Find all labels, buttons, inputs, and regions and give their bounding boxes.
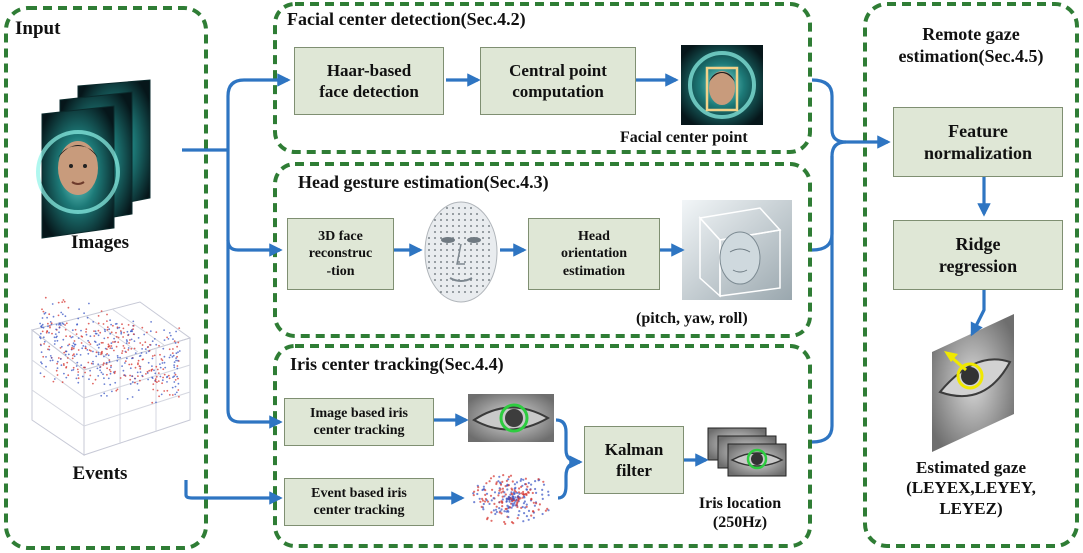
estimated-gaze-caption: Estimated gaze (LEYEX,LEYEY, LEYEZ) — [906, 458, 1036, 518]
face-reconstruction-box: 3D face reconstruc -tion — [287, 218, 394, 290]
iris-location-caption: Iris location (250Hz) — [698, 495, 782, 532]
stacked-face-frames-icon — [36, 79, 151, 239]
feature-box-label: Feature normalization — [924, 120, 1032, 164]
image-iris-tracking-box: Image based iris center tracking — [284, 398, 434, 446]
3d-event-cloud-icon — [30, 296, 192, 456]
facial-panel-title: Facial center detection(Sec.4.2) — [287, 9, 526, 29]
event-eye-image-icon — [466, 470, 560, 528]
input-panel-title: Input — [15, 18, 61, 39]
remote-panel-title: Remote gaze estimation(Sec.4.5) — [898, 24, 1044, 66]
stacked-eye-frames-icon — [707, 427, 787, 477]
haar-box-label: Haar-based face detection — [319, 60, 419, 101]
kalman-box-label: Kalman filter — [604, 439, 664, 480]
feature-normalization-box: Feature normalization — [893, 107, 1063, 177]
facial-center-panel — [273, 2, 812, 154]
events-label: Events — [72, 463, 128, 484]
head-panel-title: Head gesture estimation(Sec.4.3) — [298, 172, 549, 192]
input-panel — [4, 6, 208, 550]
remote-gaze-panel — [863, 2, 1079, 548]
head-in-cube-icon — [682, 200, 792, 300]
facial-center-caption: Facial center point — [620, 129, 748, 146]
ridge-regression-box: Ridge regression — [893, 220, 1063, 290]
image-iris-box-label: Image based iris center tracking — [310, 405, 408, 439]
images-label: Images — [70, 232, 130, 253]
central-point-box: Central point computation — [480, 47, 636, 115]
central-box-label: Central point computation — [509, 60, 607, 101]
event-iris-box-label: Event based iris center tracking — [311, 485, 407, 519]
event-iris-tracking-box: Event based iris center tracking — [284, 478, 434, 526]
recon-box-label: 3D face reconstruc -tion — [308, 228, 373, 279]
orient-box-label: Head orientation estimation — [560, 228, 628, 279]
face-with-bounding-box-icon — [681, 45, 763, 125]
eye-with-iris-circle-icon — [468, 394, 554, 442]
iris-tracking-panel — [273, 344, 812, 548]
haar-face-detection-box: Haar-based face detection — [294, 47, 444, 115]
ridge-box-label: Ridge regression — [938, 233, 1018, 277]
iris-panel-title: Iris center tracking(Sec.4.4) — [290, 354, 504, 374]
head-orientation-box: Head orientation estimation — [528, 218, 660, 290]
eye-with-gaze-arrow-icon — [932, 314, 1014, 452]
head-result-caption: (pitch, yaw, roll) — [636, 310, 748, 327]
kalman-filter-box: Kalman filter — [584, 426, 684, 494]
flow-arrows — [182, 73, 991, 505]
face-mesh-icon — [424, 201, 498, 303]
